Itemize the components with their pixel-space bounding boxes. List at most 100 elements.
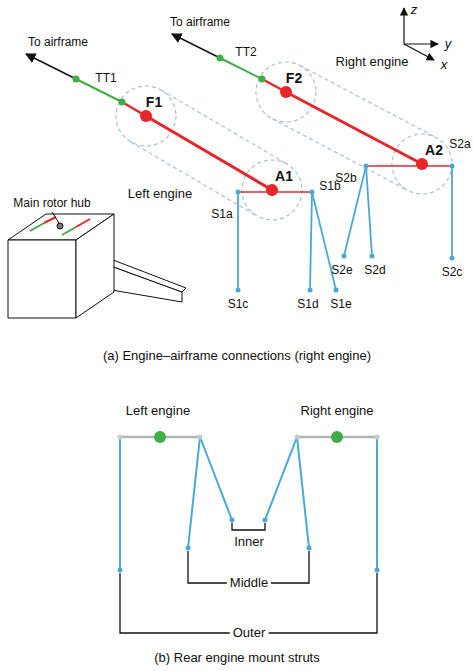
link-node bbox=[217, 55, 224, 62]
front-mount-node bbox=[140, 110, 152, 122]
engine-label: Left engine bbox=[126, 404, 190, 418]
tube-label: TT1 bbox=[95, 71, 116, 85]
part-label: Main rotor hub bbox=[13, 196, 90, 210]
bar-end bbox=[375, 435, 380, 440]
strut-node bbox=[118, 568, 123, 573]
leader-line bbox=[52, 212, 59, 223]
strut-schematic bbox=[118, 431, 380, 633]
strut-label: S2b bbox=[335, 171, 356, 185]
strut-node bbox=[263, 518, 268, 523]
rear-ring bbox=[242, 160, 302, 220]
mini-engine bbox=[44, 217, 56, 223]
engine-beam bbox=[286, 92, 422, 164]
rotor-hub bbox=[57, 223, 63, 229]
y-axis bbox=[404, 43, 438, 44]
strut-node bbox=[186, 546, 191, 551]
mount-strut bbox=[237, 192, 239, 290]
strut-node bbox=[450, 256, 455, 261]
engine-label: Right engine bbox=[301, 404, 374, 418]
strut-label: S1e bbox=[330, 297, 351, 311]
strut-node bbox=[342, 254, 347, 259]
x-axis bbox=[404, 44, 434, 60]
envelope-line bbox=[300, 66, 436, 138]
outer-bracket bbox=[120, 573, 377, 633]
strut-node bbox=[230, 518, 235, 523]
sub-caption: (b) Rear engine mount struts bbox=[154, 651, 319, 665]
axis-label: y bbox=[445, 37, 452, 51]
fuselage-sketch bbox=[8, 212, 186, 318]
strut-node bbox=[307, 546, 312, 551]
strut-node bbox=[375, 568, 380, 573]
front-ring bbox=[116, 86, 176, 146]
strut-label: S2c bbox=[442, 265, 463, 279]
strut-node bbox=[334, 288, 339, 293]
strut-node bbox=[236, 190, 241, 195]
strut-label: S1c bbox=[228, 297, 249, 311]
mount-strut bbox=[119, 437, 121, 570]
strut-node bbox=[364, 164, 369, 169]
mini-link bbox=[30, 223, 44, 231]
fuselage-side bbox=[76, 214, 114, 318]
mount-point-label: F1 bbox=[146, 95, 162, 109]
link-node bbox=[119, 99, 126, 106]
group-label: Middle bbox=[227, 576, 271, 590]
axis-label: x bbox=[441, 58, 448, 72]
link-node bbox=[259, 76, 266, 83]
axis-triad bbox=[404, 8, 438, 60]
tube-label: TT2 bbox=[235, 45, 256, 59]
engine-label: Left engine bbox=[128, 187, 192, 201]
rear-mount-node bbox=[416, 158, 428, 170]
link-node bbox=[73, 76, 80, 83]
front-ring bbox=[256, 62, 316, 122]
strut-label: S2a bbox=[449, 137, 470, 151]
mount-strut bbox=[366, 166, 372, 256]
bar-end bbox=[198, 435, 203, 440]
strut-node bbox=[370, 254, 375, 259]
mini-engine bbox=[76, 219, 90, 227]
axis-label: z bbox=[411, 3, 418, 17]
strut-node bbox=[310, 190, 315, 195]
mount-point-label: A1 bbox=[275, 169, 293, 183]
mount-strut bbox=[188, 437, 200, 548]
engine-center bbox=[154, 431, 166, 443]
mount-strut bbox=[200, 437, 232, 520]
strut-label: S2d bbox=[364, 263, 385, 277]
engine-center bbox=[331, 431, 343, 443]
bar-end bbox=[118, 435, 123, 440]
strut-label: S1d bbox=[297, 297, 318, 311]
strut-node bbox=[236, 288, 241, 293]
group-label: Inner bbox=[231, 535, 267, 549]
mini-link bbox=[62, 227, 76, 235]
inner-bracket bbox=[232, 523, 265, 530]
rear-mount-bar bbox=[366, 165, 452, 166]
mount-strut bbox=[297, 437, 309, 548]
rear-mount-node bbox=[266, 184, 278, 196]
mount-strut bbox=[451, 166, 453, 258]
right-engine-model bbox=[172, 34, 455, 261]
airframe-link bbox=[26, 54, 76, 79]
engine-label: Right engine bbox=[336, 55, 409, 69]
envelope-line bbox=[161, 90, 287, 164]
strut-label: S2e bbox=[331, 263, 352, 277]
bar-end bbox=[295, 435, 300, 440]
envelope-line bbox=[272, 119, 408, 191]
mount-strut bbox=[376, 437, 378, 570]
sub-caption: (a) Engine–airframe connections (right e… bbox=[103, 349, 371, 363]
front-mount-node bbox=[280, 86, 292, 98]
group-label: Outer bbox=[230, 626, 269, 640]
strut-node bbox=[308, 288, 313, 293]
mount-strut bbox=[265, 437, 297, 520]
mount-point-label: F2 bbox=[286, 71, 302, 85]
engine-envelope bbox=[116, 62, 452, 220]
mount-point-label: A2 bbox=[425, 143, 443, 157]
strut-label: S1a bbox=[211, 207, 232, 221]
fuselage-front bbox=[8, 240, 76, 318]
strut-node bbox=[450, 164, 455, 169]
z-axis bbox=[403, 8, 404, 44]
rear-ring bbox=[392, 134, 452, 194]
torque-tube bbox=[220, 58, 262, 79]
link-label: To airframe bbox=[170, 15, 230, 29]
engine-beam bbox=[146, 116, 272, 190]
